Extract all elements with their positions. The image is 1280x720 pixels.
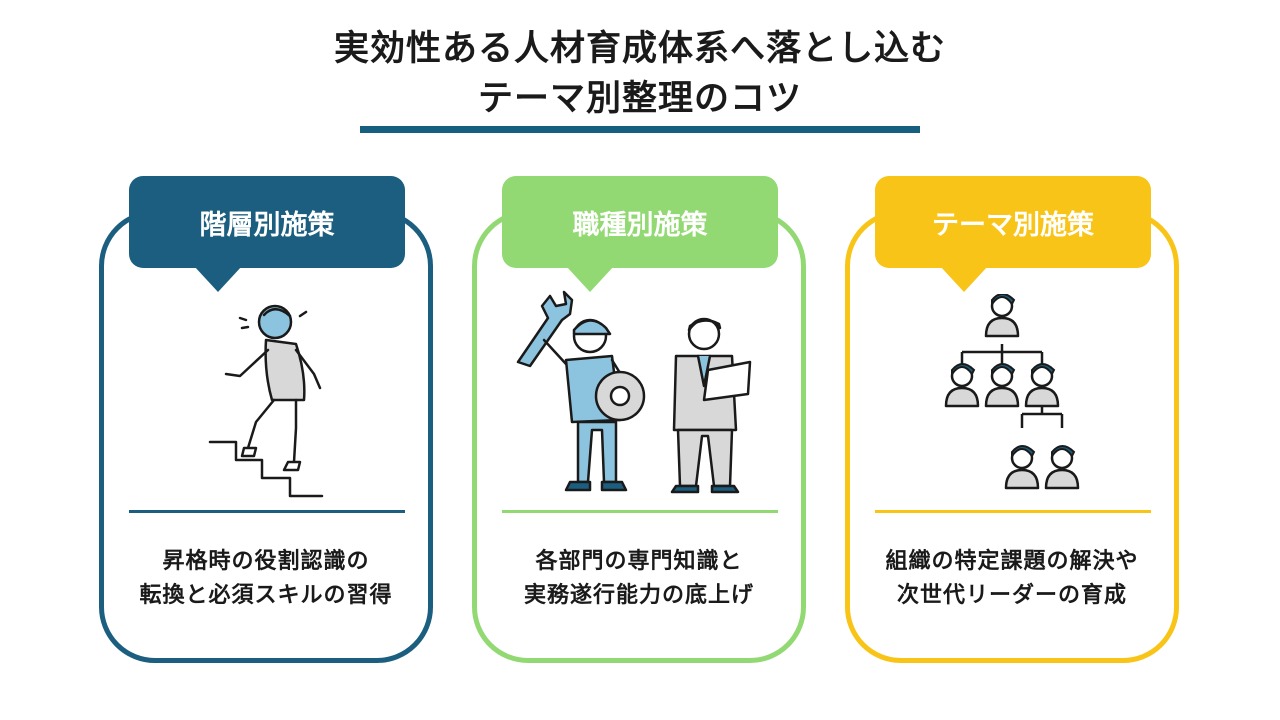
card-job-type-description: 各部門の専門知識と 実務遂行能力の底上げ [472, 545, 806, 613]
card-job-type-divider [502, 510, 778, 513]
tab-hierarchy: 階層別施策 [129, 176, 405, 268]
tab-theme: テーマ別施策 [875, 176, 1151, 268]
card-theme-divider [875, 510, 1151, 513]
tab-theme-label: テーマ別施策 [932, 209, 1094, 241]
card-hierarchy-desc-line-2: 転換と必須スキルの習得 [139, 583, 393, 608]
title-line-2: テーマ別整理のコツ [477, 79, 802, 119]
tab-hierarchy-pointer [194, 266, 242, 292]
card-theme-desc-line-1: 組織の特定課題の解決や [885, 549, 1139, 574]
card-job-type [472, 210, 806, 663]
page-title: 実効性ある人材育成体系へ落とし込む テーマ別整理のコツ [0, 24, 1280, 124]
card-hierarchy [99, 210, 433, 663]
tab-job-type: 職種別施策 [502, 176, 778, 268]
card-hierarchy-divider [129, 510, 405, 513]
card-job-type-desc-line-1: 各部門の専門知識と [535, 549, 743, 574]
card-job-type-desc-line-2: 実務遂行能力の底上げ [523, 583, 754, 608]
tab-job-type-label: 職種別施策 [572, 209, 708, 241]
card-hierarchy-description: 昇格時の役割認識の 転換と必須スキルの習得 [99, 545, 433, 613]
person-climbing-stairs-icon [208, 304, 324, 498]
tab-hierarchy-label: 階層別施策 [199, 209, 335, 241]
org-chart-icon [944, 294, 1080, 490]
tab-job-type-pointer [566, 266, 614, 292]
tab-theme-pointer [940, 266, 988, 292]
card-hierarchy-desc-line-1: 昇格時の役割認識の [162, 549, 370, 574]
worker-and-office-staff-icon [516, 290, 752, 494]
title-underline [360, 126, 920, 133]
card-theme-desc-line-2: 次世代リーダーの育成 [896, 583, 1127, 608]
card-theme [845, 210, 1179, 663]
card-theme-description: 組織の特定課題の解決や 次世代リーダーの育成 [845, 545, 1179, 613]
title-line-1: 実効性ある人材育成体系へ落とし込む [333, 29, 946, 69]
